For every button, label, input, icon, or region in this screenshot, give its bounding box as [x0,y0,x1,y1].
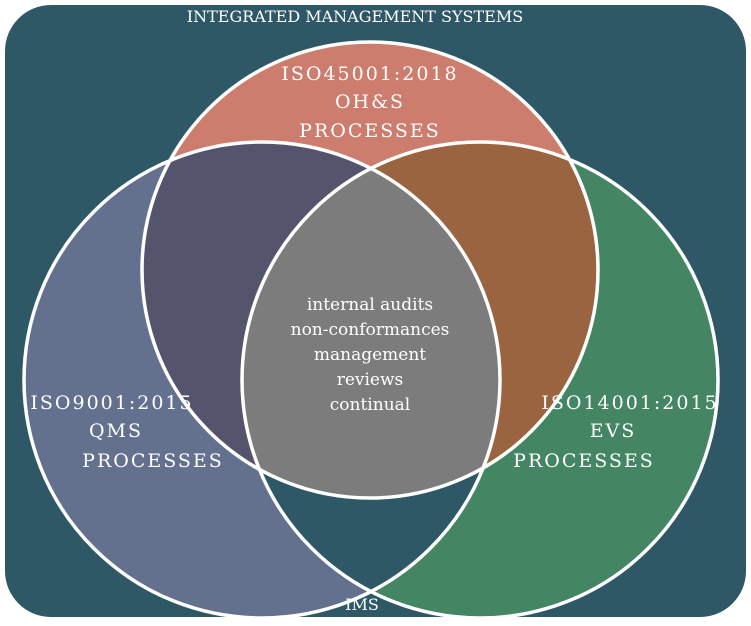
center-line-3: management [314,345,426,365]
center-line-2: non-conformances [291,320,450,340]
left-processes: PROCESSES [82,450,224,472]
top-standard: ISO45001:2018 [281,63,458,85]
top-processes: PROCESSES [299,120,441,142]
diagram-title: INTEGRATED MANAGEMENT SYSTEMS [187,7,523,26]
diagram-footer: IMS [345,595,379,614]
center-line-5: continual [330,395,410,415]
top-circle-outline [140,40,600,500]
left-circle-label: ISO9001:2015 QMS PROCESSES [30,392,224,472]
left-circle-outline [22,140,502,620]
center-overlap [242,142,500,498]
right-standard: ISO14001:2015 [541,392,718,414]
left-system: QMS [89,420,143,442]
right-circle-label: ISO14001:2015 EVS PROCESSES [513,392,718,472]
left-standard: ISO9001:2015 [30,392,193,414]
center-line-1: internal audits [307,295,433,315]
top-circle-label: ISO45001:2018 OH&S PROCESSES [281,63,458,142]
right-system: EVS [590,420,637,442]
right-circle-outline [240,140,720,620]
right-processes: PROCESSES [513,450,655,472]
top-system: OH&S [335,91,405,113]
center-line-4: reviews [337,370,404,390]
center-label: internal audits non-conformances managem… [291,295,450,415]
